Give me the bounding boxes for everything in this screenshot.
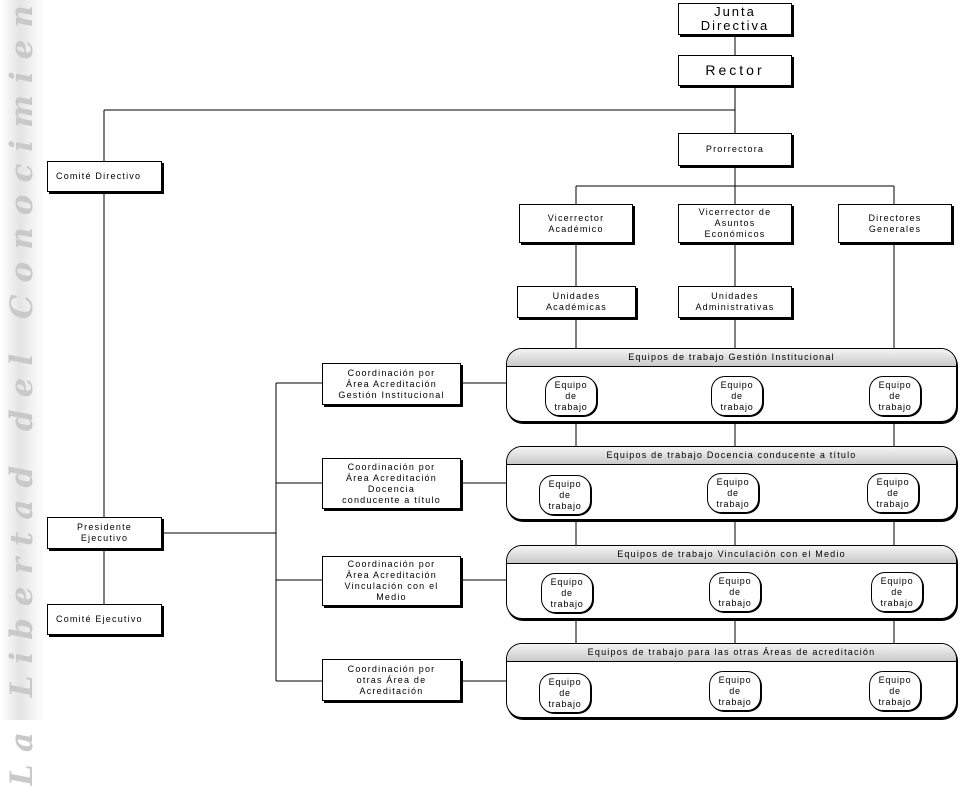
comite-ejecutivo-box: Comité Ejecutivo: [47, 604, 162, 635]
directores-generales-box: Directores Generales: [838, 204, 952, 243]
unidades-administrativas-box: Unidades Administrativas: [678, 286, 792, 318]
junta-directiva-box: Junta Directiva: [678, 3, 792, 35]
equipo-de-trabajo-node: Equipo de trabajo: [545, 376, 597, 416]
coordinacion-otras-areas-box: Coordinación por otras Área de Acreditac…: [322, 659, 461, 701]
equipo-de-trabajo-node: Equipo de trabajo: [867, 473, 919, 513]
equipo-de-trabajo-node: Equipo de trabajo: [871, 572, 923, 612]
equipo-de-trabajo-node: Equipo de trabajo: [709, 572, 761, 612]
coordinacion-gestion-institucional-box: Coordinación por Área Acreditación Gesti…: [322, 363, 461, 405]
comite-directivo-box: Comité Directivo: [47, 161, 162, 192]
unidades-academicas-box: Unidades Académicas: [517, 286, 636, 318]
vicerrector-academico-box: Vicerrector Académico: [519, 204, 633, 243]
prorrectora-box: Prorrectora: [678, 133, 792, 166]
vicerrector-asuntos-economicos-box: Vicerrector de Asuntos Económicos: [678, 204, 792, 243]
panel-vinculacion: Equipos de trabajo Vinculación con el Me…: [506, 545, 957, 619]
panel-title: Equipos de trabajo Docencia conducente a…: [507, 447, 956, 465]
panel-title: Equipos de trabajo para las otras Áreas …: [507, 644, 956, 662]
coordinacion-vinculacion-box: Coordinación por Área Acreditación Vincu…: [322, 556, 461, 606]
watermark-band: La Libertad del Conocimiento: [0, 0, 44, 786]
equipo-de-trabajo-node: Equipo de trabajo: [869, 376, 921, 416]
equipo-de-trabajo-node: Equipo de trabajo: [869, 671, 921, 711]
presidente-ejecutivo-box: Presidente Ejecutivo: [47, 517, 162, 549]
panel-docencia: Equipos de trabajo Docencia conducente a…: [506, 446, 957, 520]
equipo-de-trabajo-node: Equipo de trabajo: [539, 673, 591, 713]
panel-gestion-institucional: Equipos de trabajo Gestión Institucional…: [506, 348, 957, 422]
panel-title: Equipos de trabajo Vinculación con el Me…: [507, 546, 956, 564]
equipo-de-trabajo-node: Equipo de trabajo: [711, 376, 763, 416]
equipo-de-trabajo-node: Equipo de trabajo: [707, 473, 759, 513]
coordinacion-docencia-box: Coordinación por Área Acreditación Docen…: [322, 458, 461, 509]
panel-otras-areas: Equipos de trabajo para las otras Áreas …: [506, 643, 957, 718]
equipo-de-trabajo-node: Equipo de trabajo: [539, 475, 591, 515]
equipo-de-trabajo-node: Equipo de trabajo: [709, 671, 761, 711]
equipo-de-trabajo-node: Equipo de trabajo: [541, 573, 593, 613]
connector-lines: [103, 35, 895, 682]
panel-title: Equipos de trabajo Gestión Institucional: [507, 349, 956, 367]
rector-box: Rector: [678, 55, 792, 86]
